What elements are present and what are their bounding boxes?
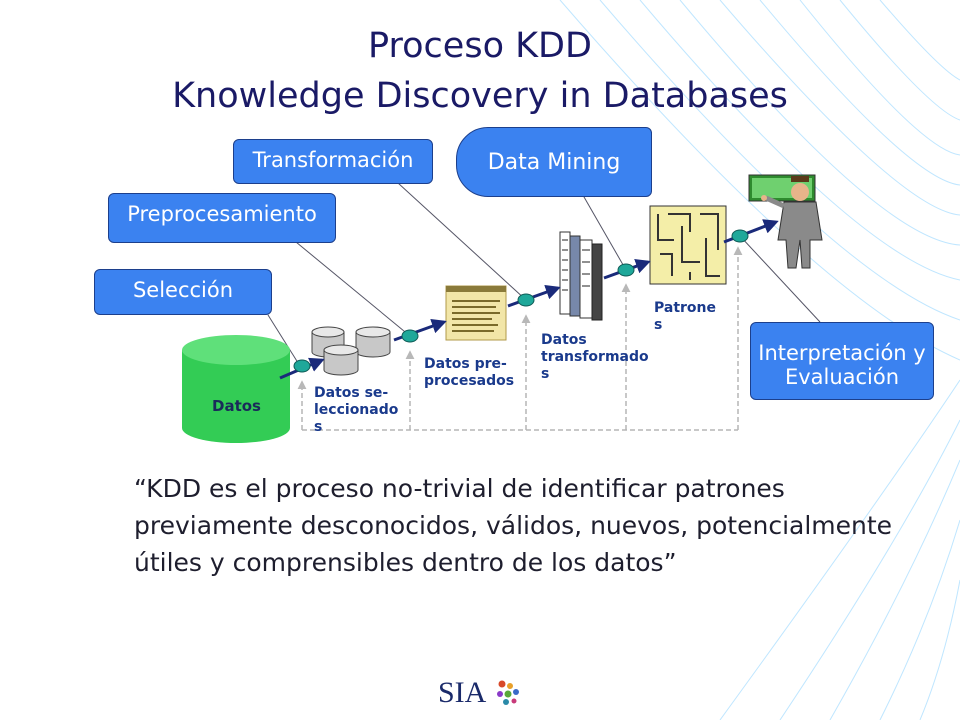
node-preprocesamiento <box>401 329 419 343</box>
sia-logo-dots-icon <box>497 680 519 705</box>
node-transformacion <box>517 293 535 307</box>
selected-data-cylinders-icon <box>311 326 391 376</box>
step-seleccion: Selección <box>94 269 272 315</box>
step-transformacion: Transformación <box>233 139 433 184</box>
slide-title-line2: Knowledge Discovery in Databases <box>172 76 788 116</box>
step-interpretacion: Interpretación y Evaluación <box>750 322 934 400</box>
transformed-data-icon <box>559 231 603 321</box>
label-patrones: Patrone s <box>654 300 717 333</box>
slide-title-line1: Proceso KDD <box>368 26 592 66</box>
label-datos-preprocesados: Datos pre- procesados <box>424 356 515 389</box>
step-preprocesamiento: Preprocesamiento <box>108 193 336 243</box>
label-datos-transformados: Datos transformado s <box>541 332 649 382</box>
patterns-maze-icon <box>649 205 727 285</box>
sia-logo-text: SIA <box>438 676 487 709</box>
feedback-loop <box>297 246 743 431</box>
preprocessed-data-icon <box>445 285 507 341</box>
label-datos-seleccionados: Datos se- leccionado s <box>314 385 399 435</box>
process-nodes <box>293 229 749 373</box>
datos-cylinder-icon <box>182 335 290 443</box>
sia-logo: SIA <box>436 672 526 716</box>
step-data-mining: Data Mining <box>456 127 652 197</box>
presenter-person-icon <box>748 174 823 269</box>
node-interpretacion <box>731 229 749 243</box>
node-seleccion <box>293 359 311 373</box>
node-data-mining <box>617 263 635 277</box>
connector-lines <box>267 182 821 367</box>
label-datos: Datos <box>212 397 261 415</box>
kdd-definition-quote: “KDD es el proceso no-trivial de identif… <box>134 474 893 577</box>
